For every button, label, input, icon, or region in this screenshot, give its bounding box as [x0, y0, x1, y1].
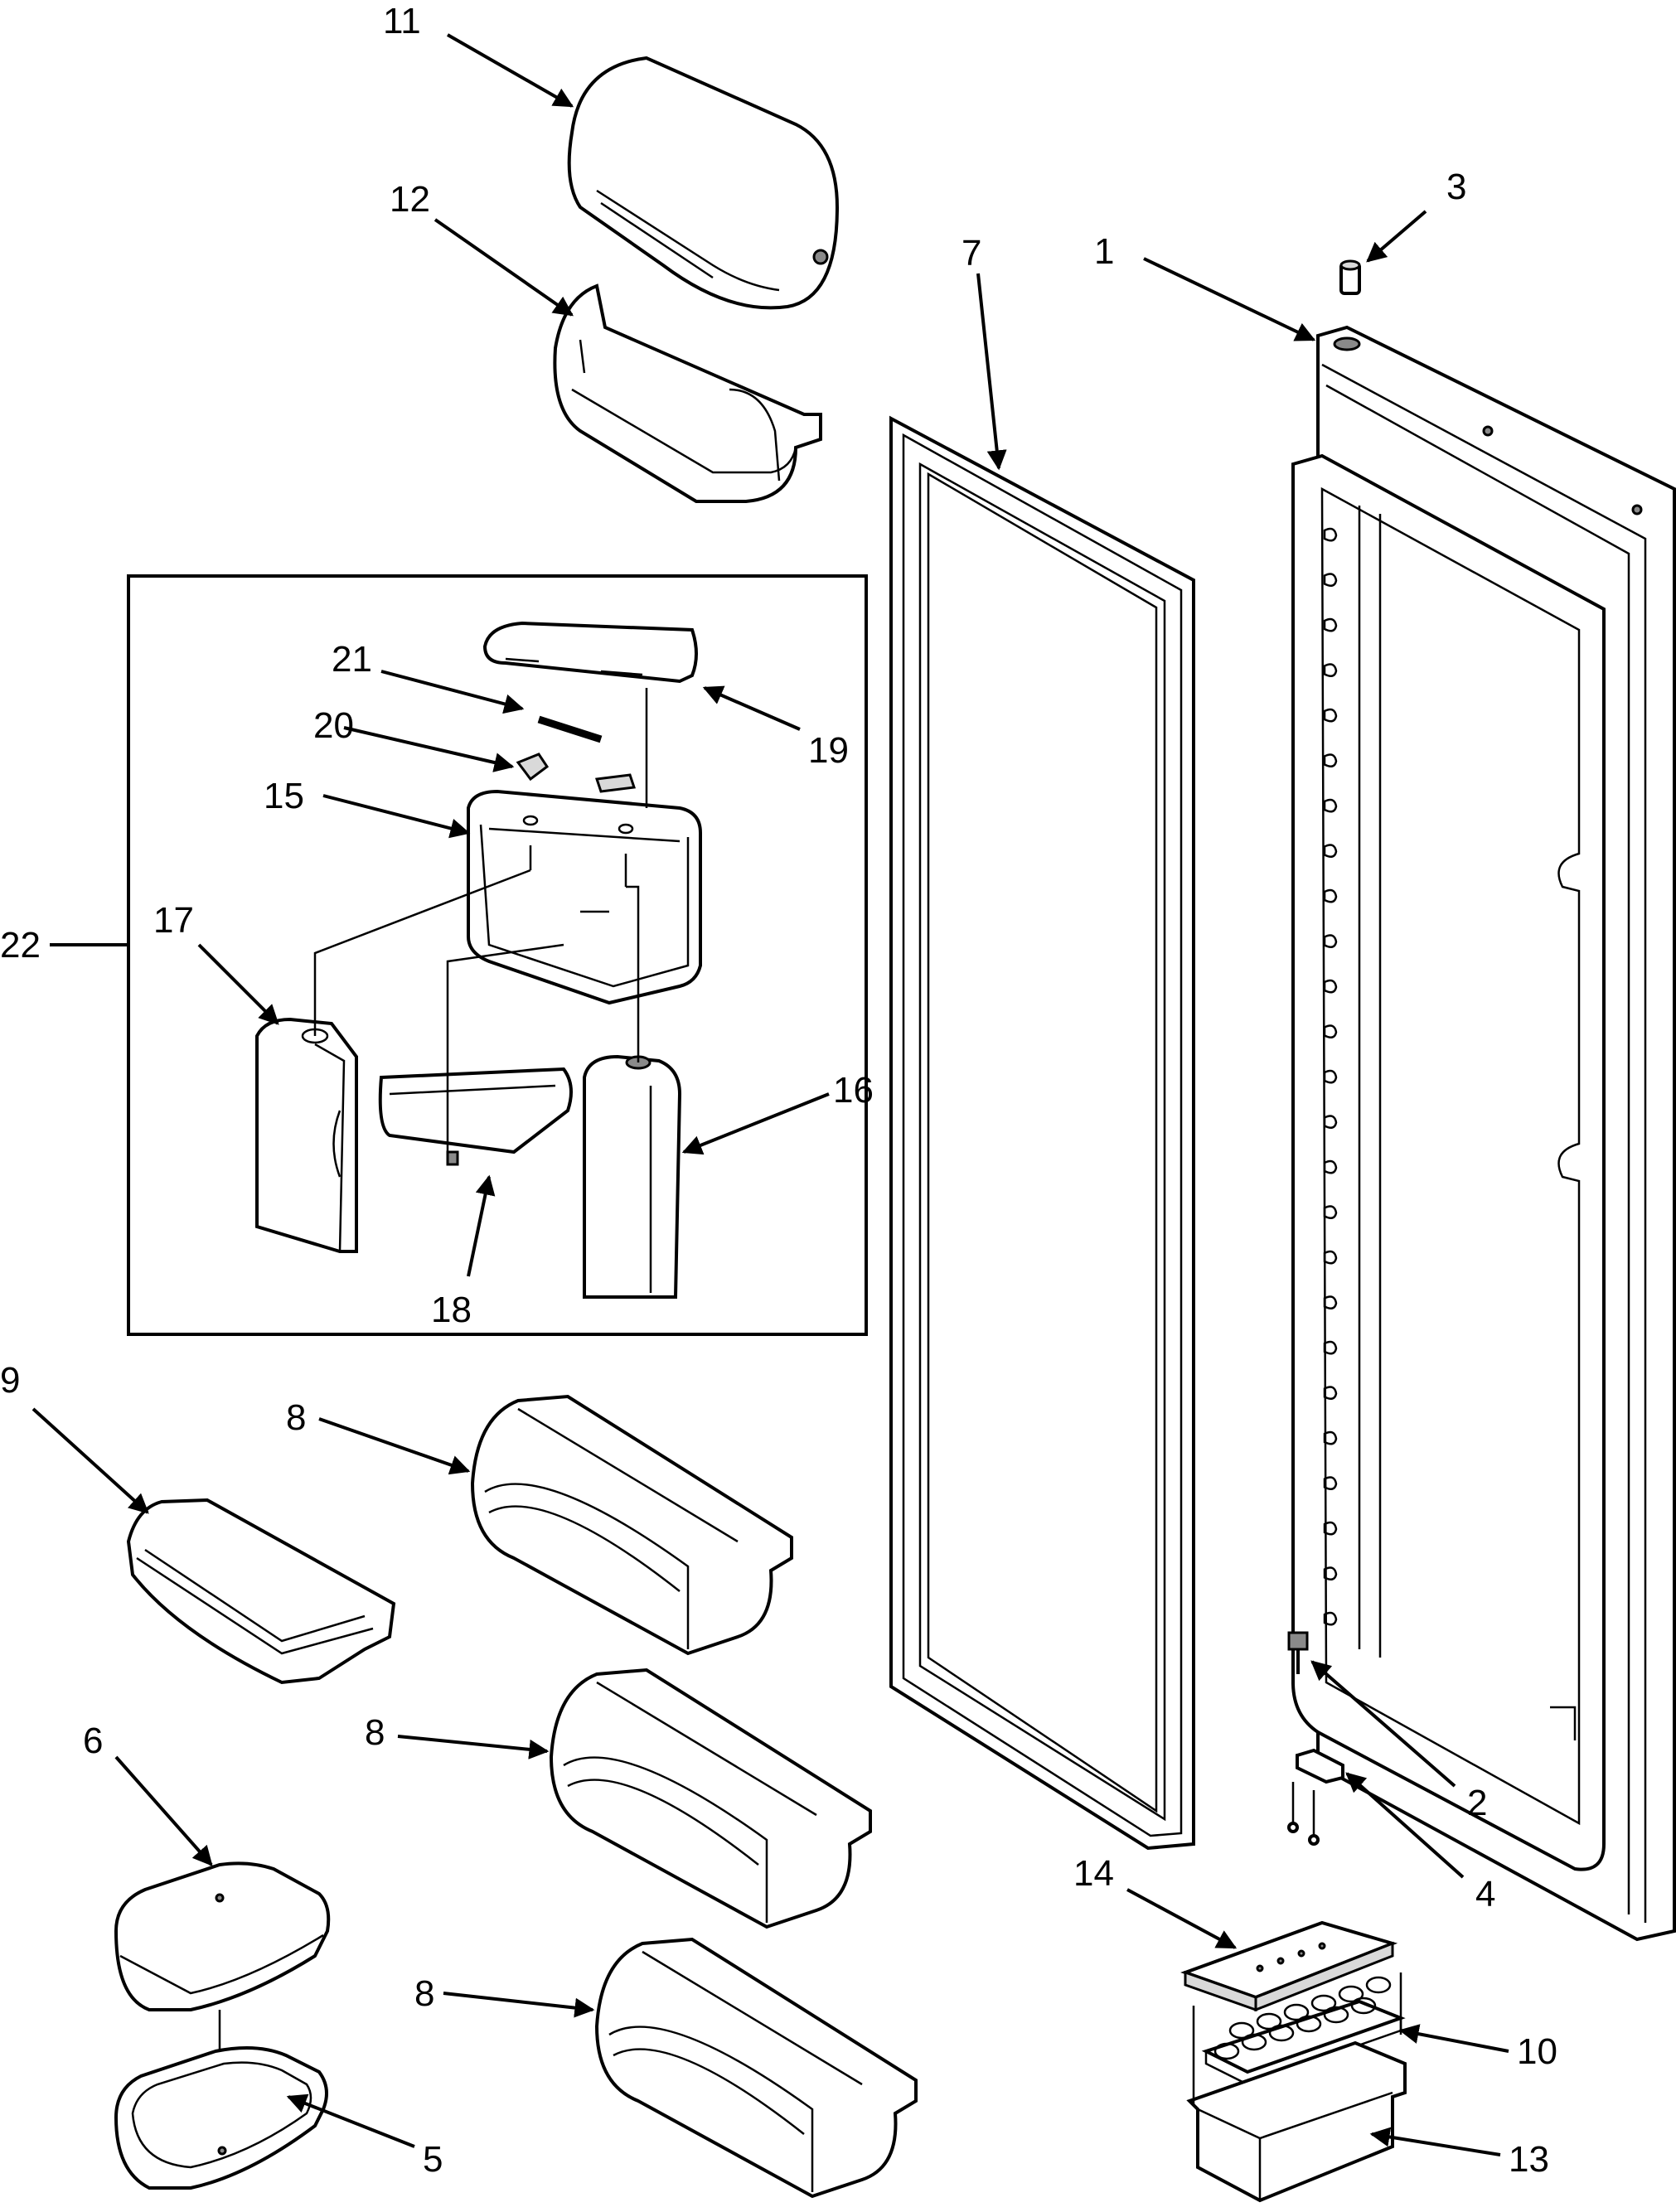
part-10-egg-tray [1201, 1976, 1406, 2086]
shelf-support-notch [1323, 934, 1338, 948]
shelf-support-notch [1323, 1205, 1338, 1219]
shelf-support-notch [1323, 753, 1338, 767]
label-9: 9 [0, 1360, 20, 1401]
label-11: 11 [383, 1, 421, 41]
label-8-bottom: 8 [414, 1973, 434, 2014]
part-11-bin-cover [567, 56, 840, 310]
egg-cup [1241, 2033, 1267, 2051]
part-19-lid [482, 621, 698, 684]
egg-cup [1213, 2042, 1240, 2060]
label-7: 7 [962, 233, 981, 273]
part-number-labels: 11 12 3 1 7 21 20 15 19 22 17 16 18 9 8 … [0, 1, 1557, 2180]
label-13: 13 [1509, 2139, 1549, 2180]
label-3: 3 [1446, 167, 1466, 207]
shelf-support-notch [1323, 527, 1338, 542]
part-1-door-assembly [1291, 325, 1676, 1942]
egg-cup [1268, 2024, 1295, 2042]
label-12: 12 [390, 179, 430, 220]
part-8-door-bin-middle [549, 1667, 872, 1929]
shelf-support-notch [1323, 1566, 1338, 1580]
label-21: 21 [332, 639, 372, 680]
label-5: 5 [423, 2139, 443, 2180]
part-3-hinge-cap [1339, 259, 1361, 295]
part-17-side-panel [255, 1017, 358, 1253]
shelf-support-notch [1323, 1340, 1338, 1355]
label-19: 19 [808, 730, 849, 771]
shelf-support-notch [1323, 979, 1338, 994]
shelf-support-notch [1323, 1069, 1338, 1084]
label-8-middle: 8 [365, 1712, 385, 1753]
part-21-rod [537, 715, 603, 743]
shelf-support-notch [1323, 1295, 1338, 1309]
label-10: 10 [1517, 2031, 1557, 2072]
label-4: 4 [1475, 1874, 1495, 1914]
label-17: 17 [153, 900, 194, 941]
label-18: 18 [431, 1290, 472, 1330]
part-8-door-bin-top [470, 1394, 793, 1656]
door-shelf-supports [1323, 527, 1338, 1626]
shelf-support-notch [1323, 573, 1338, 587]
part-5-dish-base [114, 2046, 328, 2190]
shelf-support-notch [1323, 1159, 1338, 1174]
part-7-door-gasket [889, 415, 1195, 1851]
assembly-guide-lines [313, 688, 648, 1152]
label-16: 16 [833, 1070, 874, 1111]
shelf-support-notch [1323, 1024, 1338, 1038]
shelf-support-notch [1323, 708, 1338, 723]
part-16-side-panel [583, 1054, 682, 1299]
part-18-small-tray [378, 1067, 573, 1166]
egg-cup [1256, 2012, 1282, 2030]
egg-cup [1350, 1997, 1377, 2015]
egg-cup [1338, 1985, 1364, 2003]
shelf-support-notch [1323, 888, 1338, 903]
egg-cup [1310, 1994, 1337, 2012]
part-9-shallow-tray [126, 1498, 396, 1685]
part-6-dish-cover [114, 1861, 331, 2147]
shelf-support-notch [1323, 1115, 1338, 1129]
shelf-support-notch [1323, 844, 1338, 858]
egg-cup [1323, 2006, 1349, 2024]
label-15: 15 [264, 776, 304, 816]
label-1: 1 [1094, 231, 1114, 272]
egg-cup [1365, 1976, 1392, 1994]
shelf-support-notch [1323, 1250, 1338, 1265]
part-12-door-bin [553, 283, 822, 503]
shelf-support-notch [1323, 798, 1338, 813]
shelf-support-notch [1323, 1476, 1338, 1490]
shelf-support-notch [1323, 663, 1338, 677]
part-8-door-bin-bottom [594, 1937, 918, 2199]
shelf-support-notch [1323, 617, 1338, 632]
part-20-knobs [516, 753, 637, 793]
label-22: 22 [0, 925, 41, 966]
egg-cup [1283, 2003, 1310, 2021]
part-13-egg-bin [1186, 1972, 1407, 2203]
shelf-support-notch [1323, 1521, 1338, 1536]
shelf-support-notch [1323, 1430, 1338, 1445]
label-20: 20 [313, 705, 354, 746]
label-8-top: 8 [286, 1397, 306, 1438]
part-14-cover-plate [1180, 1920, 1398, 2012]
egg-cup [1296, 2015, 1322, 2033]
part-4-bracket [1287, 1748, 1344, 1846]
label-2: 2 [1467, 1783, 1487, 1823]
shelf-support-notch [1323, 1611, 1338, 1626]
label-6: 6 [83, 1721, 103, 1761]
egg-cups [1213, 1976, 1392, 2060]
shelf-support-notch [1323, 1386, 1338, 1400]
leader-lines [31, 33, 1509, 2156]
egg-cup [1228, 2021, 1255, 2040]
part-2-hinge-pin [1287, 1631, 1309, 1674]
label-14: 14 [1073, 1853, 1114, 1894]
